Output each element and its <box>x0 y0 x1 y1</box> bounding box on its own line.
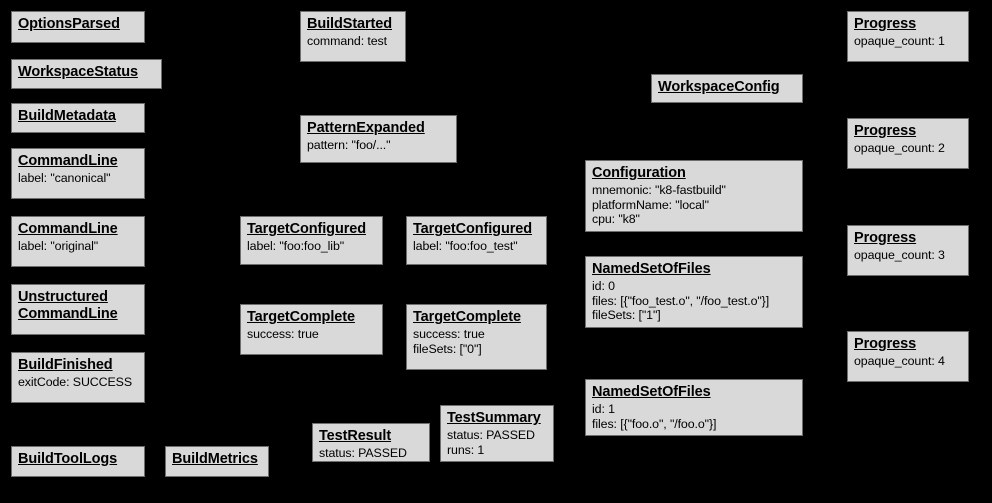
event-node-field: cpu: "k8" <box>592 212 640 227</box>
event-node-fields: opaque_count: 1 <box>854 34 962 49</box>
event-node-title: BuildStarted <box>307 16 393 32</box>
event-node-command-line-canonical[interactable]: CommandLine label: "canonical" <box>11 148 145 199</box>
event-node-progress-2[interactable]: Progress opaque_count: 2 <box>847 118 969 169</box>
event-node-title: WorkspaceConfig <box>658 79 780 95</box>
event-node-fields: status: PASSED <box>319 446 423 461</box>
event-node-field: fileSets: ["1"] <box>592 308 661 323</box>
event-node-fields: opaque_count: 4 <box>854 354 962 369</box>
event-node-fields: label: "foo:foo_test" <box>413 239 540 254</box>
event-node-command-line-original[interactable]: CommandLine label: "original" <box>11 216 145 267</box>
event-node-title: TargetComplete <box>247 309 355 325</box>
event-node-field: success: true <box>247 327 319 342</box>
event-node-field: status: PASSED <box>447 428 535 443</box>
event-node-build-finished[interactable]: BuildFinished exitCode: SUCCESS <box>11 352 145 403</box>
event-node-field: opaque_count: 4 <box>854 354 945 369</box>
event-node-field: command: test <box>307 34 387 49</box>
event-node-fields: pattern: "foo/..." <box>307 138 450 153</box>
event-node-build-metadata[interactable]: BuildMetadata <box>11 103 145 133</box>
event-node-field: exitCode: SUCCESS <box>18 375 132 390</box>
event-node-title: CommandLine <box>18 221 118 237</box>
event-node-title: TargetConfigured <box>247 221 366 237</box>
event-node-field: opaque_count: 1 <box>854 34 945 49</box>
event-node-build-metrics[interactable]: BuildMetrics <box>165 446 269 477</box>
event-node-target-complete-foo-lib[interactable]: TargetComplete success: true <box>240 304 383 355</box>
event-node-target-configured-foo-test[interactable]: TargetConfigured label: "foo:foo_test" <box>406 216 547 265</box>
event-node-title: NamedSetOfFiles <box>592 384 711 400</box>
event-node-title: WorkspaceStatus <box>18 64 138 80</box>
event-node-pattern-expanded[interactable]: PatternExpanded pattern: "foo/..." <box>300 115 457 163</box>
event-node-field: files: [{"foo.o", "/foo.o"}] <box>592 416 717 431</box>
event-node-title: BuildMetadata <box>18 108 116 124</box>
event-node-unstructured-command-line[interactable]: Unstructured CommandLine <box>11 284 145 335</box>
event-node-title: TargetComplete <box>413 309 521 325</box>
event-node-title: Progress <box>854 230 917 246</box>
event-node-fields: success: true <box>247 327 376 342</box>
event-node-build-tool-logs[interactable]: BuildToolLogs <box>11 446 145 477</box>
event-node-workspace-config[interactable]: WorkspaceConfig <box>651 74 803 103</box>
event-node-title: PatternExpanded <box>307 120 425 136</box>
event-node-title: CommandLine <box>18 153 118 169</box>
event-node-field: id: 1 <box>592 402 615 417</box>
event-node-title: Progress <box>854 123 917 139</box>
event-node-title: OptionsParsed <box>18 16 120 32</box>
event-node-fields: command: test <box>307 34 399 49</box>
event-node-field: platformName: "local" <box>592 197 709 212</box>
event-node-fields: label: "foo:foo_lib" <box>247 239 376 254</box>
event-node-field: pattern: "foo/..." <box>307 138 391 153</box>
event-node-field: success: true <box>413 327 485 342</box>
event-node-field: mnemonic: "k8-fastbuild" <box>592 183 726 198</box>
event-node-fields: opaque_count: 3 <box>854 248 962 263</box>
event-node-progress-4[interactable]: Progress opaque_count: 4 <box>847 331 969 382</box>
event-node-title: Progress <box>854 336 917 352</box>
event-node-build-started[interactable]: BuildStarted command: test <box>300 11 406 62</box>
event-node-title: TestResult <box>319 428 392 444</box>
event-node-options-parsed[interactable]: OptionsParsed <box>11 11 145 43</box>
event-node-field: label: "original" <box>18 239 99 254</box>
event-node-title: Unstructured CommandLine <box>18 289 118 323</box>
event-node-configuration[interactable]: Configuration mnemonic: "k8-fastbuild"pla… <box>585 160 803 232</box>
event-node-progress-1[interactable]: Progress opaque_count: 1 <box>847 11 969 62</box>
event-node-test-result[interactable]: TestResult status: PASSED <box>312 423 430 462</box>
event-node-field: files: [{"foo_test.o", "/foo_test.o"}] <box>592 293 770 308</box>
event-node-title: BuildFinished <box>18 357 113 373</box>
event-node-fields: exitCode: SUCCESS <box>18 375 138 390</box>
event-node-title: BuildToolLogs <box>18 451 118 467</box>
event-node-field: opaque_count: 3 <box>854 248 945 263</box>
event-node-target-configured-foo-lib[interactable]: TargetConfigured label: "foo:foo_lib" <box>240 216 383 265</box>
event-node-progress-3[interactable]: Progress opaque_count: 3 <box>847 225 969 276</box>
event-node-fields: label: "original" <box>18 239 138 254</box>
event-node-field: fileSets: ["0"] <box>413 341 482 356</box>
event-node-fields: label: "canonical" <box>18 171 138 186</box>
event-node-workspace-status[interactable]: WorkspaceStatus <box>11 59 162 89</box>
event-node-field: label: "foo:foo_lib" <box>247 239 345 254</box>
event-node-field: id: 0 <box>592 279 615 294</box>
event-node-fields: mnemonic: "k8-fastbuild"platformName: "l… <box>592 183 796 227</box>
event-node-fields: opaque_count: 2 <box>854 141 962 156</box>
event-node-field: label: "canonical" <box>18 171 111 186</box>
event-node-title: Progress <box>854 16 917 32</box>
event-node-field: runs: 1 <box>447 442 485 457</box>
event-node-title: Configuration <box>592 165 686 181</box>
event-node-field: label: "foo:foo_test" <box>413 239 518 254</box>
event-node-title: NamedSetOfFiles <box>592 261 711 277</box>
event-node-field: opaque_count: 2 <box>854 141 945 156</box>
event-node-field: status: PASSED <box>319 446 407 461</box>
event-node-title: BuildMetrics <box>172 451 258 467</box>
event-node-title: TargetConfigured <box>413 221 532 237</box>
event-node-title: TestSummary <box>447 410 541 426</box>
